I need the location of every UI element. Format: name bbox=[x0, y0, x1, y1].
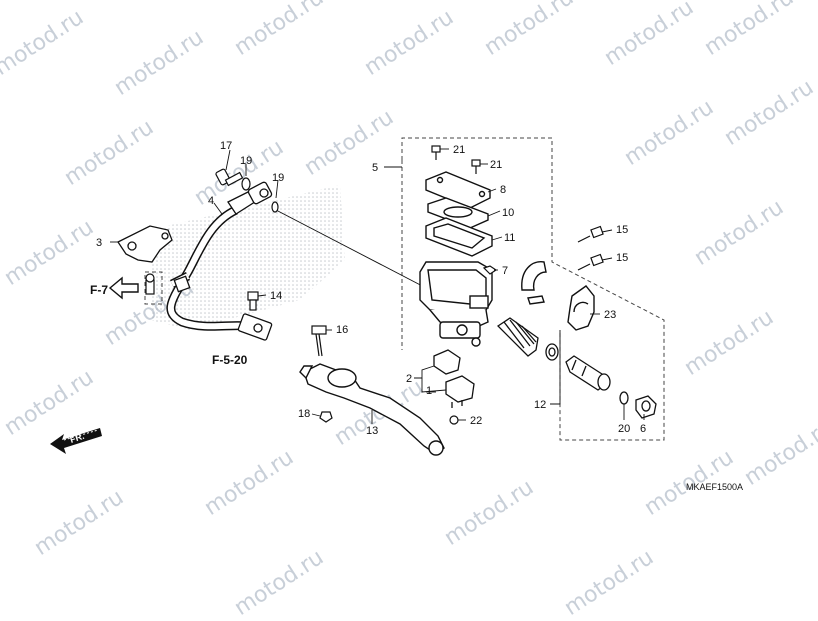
plate-10 bbox=[427, 197, 489, 229]
callout-label: 13 bbox=[366, 425, 378, 437]
hose-leader bbox=[275, 209, 431, 291]
brake-switch bbox=[433, 349, 475, 408]
washer-20 bbox=[619, 391, 629, 405]
callout-label: 1 bbox=[426, 385, 432, 397]
front-direction-arrow bbox=[50, 428, 102, 454]
bolt-18 bbox=[319, 411, 333, 423]
assembly-outlines bbox=[144, 137, 665, 441]
hose-fittings bbox=[173, 181, 273, 341]
screw-21 bbox=[431, 145, 481, 174]
ref-label-f520: F-5-20 bbox=[212, 353, 248, 367]
callout-label: 17 bbox=[220, 140, 232, 152]
reservoir-cap-8 bbox=[425, 171, 491, 209]
callout-label: 6 bbox=[640, 423, 646, 435]
piston bbox=[565, 355, 611, 391]
callout-label: 14 bbox=[270, 290, 282, 302]
callout-label: 4 bbox=[208, 195, 214, 207]
callout-labels: 1 2 3 4 5 6 7 8 10 11 12 13 14 15 15 16 … bbox=[96, 140, 646, 437]
banjo-bolt-17 bbox=[215, 168, 244, 187]
callout-label: 11 bbox=[504, 232, 515, 244]
callout-label: 3 bbox=[96, 237, 102, 249]
brake-lever bbox=[299, 363, 445, 456]
callout-label: 10 bbox=[502, 207, 514, 219]
washer-19 bbox=[241, 177, 279, 213]
callout-label: 18 bbox=[298, 408, 310, 420]
ref-arrow-f7 bbox=[108, 276, 139, 300]
callout-label: 7 bbox=[502, 265, 508, 277]
callout-label: 15 bbox=[616, 224, 628, 236]
screw-22 bbox=[449, 415, 459, 425]
callout-label: 8 bbox=[500, 184, 506, 196]
callout-label: 21 bbox=[453, 144, 465, 156]
bracket-part bbox=[117, 225, 173, 263]
leader-lines bbox=[110, 148, 645, 424]
ref-label-f7: F-7 bbox=[90, 283, 108, 297]
holder-clamp bbox=[521, 261, 547, 305]
callout-label: 23 bbox=[604, 309, 616, 321]
callout-label: 12 bbox=[534, 399, 546, 411]
callout-label: 19 bbox=[240, 155, 252, 167]
front-direction-label: FR. bbox=[69, 431, 86, 445]
master-cylinder bbox=[419, 261, 493, 347]
callout-label: 2 bbox=[406, 373, 412, 385]
bolt-f7 bbox=[145, 273, 155, 295]
bolt-14 bbox=[247, 291, 259, 311]
clamp-23 bbox=[567, 285, 595, 331]
callout-label: 21 bbox=[490, 159, 502, 171]
callout-label: 20 bbox=[618, 423, 630, 435]
callout-label: 22 bbox=[470, 415, 482, 427]
bolt-15 bbox=[577, 225, 604, 271]
callout-label: 16 bbox=[336, 324, 348, 336]
piston-boot bbox=[496, 317, 539, 357]
diaphragm-11 bbox=[425, 217, 493, 257]
diagram-code: MKAEF1500A bbox=[686, 482, 743, 492]
bolt-16 bbox=[311, 325, 327, 357]
callout-label: 15 bbox=[616, 252, 628, 264]
piston-seal bbox=[545, 343, 559, 361]
callout-label: 5 bbox=[372, 162, 378, 174]
shading-area bbox=[150, 185, 345, 330]
callout-label: 19 bbox=[272, 172, 284, 184]
nut-6 bbox=[635, 395, 657, 419]
